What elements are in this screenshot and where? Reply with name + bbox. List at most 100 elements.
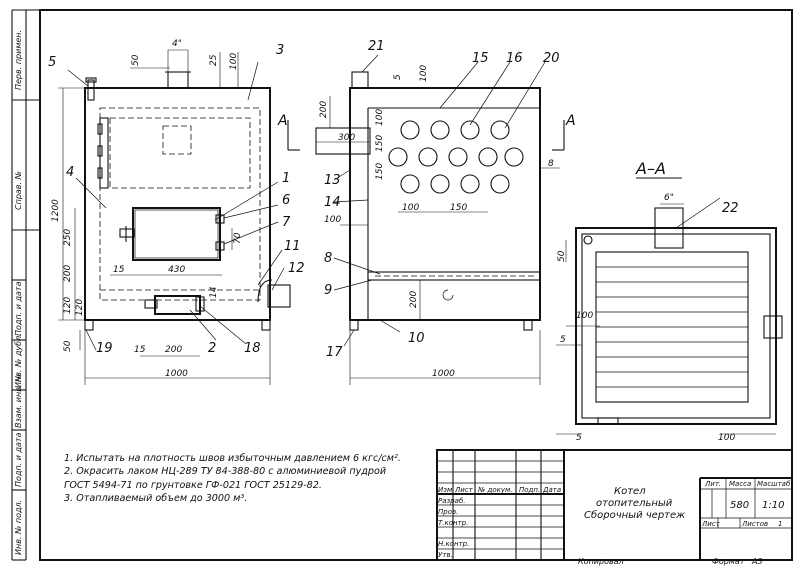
side-dim-200a: 200	[319, 101, 329, 118]
copied-label: Копировал	[578, 557, 624, 566]
side-dim-150c: 150	[450, 203, 467, 213]
front-dim-4in: 4"	[172, 39, 182, 49]
tb-col-izm: Изм	[438, 486, 453, 494]
front-dim-15a: 15	[113, 265, 125, 275]
front-dim-430: 430	[168, 265, 185, 275]
side-dim-100a: 100	[419, 65, 429, 82]
tb-title-line3: Сборочный чертеж	[584, 509, 685, 521]
sheet-frame	[39, 9, 793, 561]
side-dim-150a: 150	[375, 135, 385, 152]
tb-col-sign: Подп.	[519, 486, 540, 494]
side-dim-200b: 200	[409, 291, 419, 308]
tb-title-line1: Котел	[614, 486, 646, 497]
front-view: 5 3 4 1 6 7 11 12 2 18 19 4" 50 25 100 1…	[48, 39, 305, 385]
front-dim-120a: 120	[63, 297, 73, 314]
front-dim-1000: 1000	[165, 369, 188, 379]
tb-role-utv: Утв.	[438, 551, 453, 559]
front-dim-50b: 50	[63, 340, 73, 352]
front-callout-18: 18	[244, 341, 261, 356]
front-dim-200b: 200	[165, 345, 182, 355]
front-dim-70: 70	[233, 232, 243, 244]
side-dim-5: 5	[393, 74, 403, 80]
section-dim-100a: 100	[576, 311, 593, 321]
tb-mass-label: Масса	[729, 480, 751, 488]
side-strip: Перв. примен. Справ. № Подп. и дата Инв.…	[11, 9, 40, 561]
tb-lit-label: Лит.	[704, 480, 721, 488]
side-label-0: Перв. примен.	[14, 30, 23, 90]
front-callout-4: 4	[66, 165, 74, 180]
tb-role-prov: Пров.	[438, 508, 458, 516]
side-label-3: Инв. № дубл.	[14, 333, 23, 388]
side-dim-1000: 1000	[432, 369, 455, 379]
tb-role-razrab: Разраб.	[438, 497, 466, 505]
note-line-1: 1. Испытать на плотность швов избыточным…	[64, 453, 401, 464]
tb-sheets-count: 1	[778, 520, 782, 528]
front-callout-19: 19	[96, 341, 113, 356]
front-dim-15b: 15	[134, 345, 146, 355]
tb-title-line2: отопительный	[596, 498, 673, 509]
side-dim-8: 8	[548, 159, 554, 169]
side-callout-16: 16	[506, 51, 523, 66]
front-callout-1: 1	[282, 171, 290, 186]
section-title: А–А	[635, 159, 666, 178]
tb-role-tkontr: Т.контр.	[438, 519, 468, 527]
section-dim-5b: 5	[576, 433, 582, 443]
tb-sheet-label: Лист	[701, 520, 721, 528]
side-label-5: Подп. и дата	[14, 432, 23, 487]
front-callout-11: 11	[284, 239, 301, 254]
tb-mass-value: 580	[730, 500, 749, 511]
side-callout-10: 10	[408, 331, 425, 346]
side-view: 21 15 16 20 1 3 14 8 9 10 17 5 100 200 30…	[277, 39, 576, 385]
side-label-4: Взам. инв. №	[14, 374, 23, 428]
side-callout-14: 14	[324, 195, 341, 210]
note-line-2: 2. Окрасить лаком НЦ-289 ТУ 84-388-80 с …	[64, 466, 387, 478]
section-callout-22: 22	[722, 201, 739, 216]
front-callout-2: 2	[208, 341, 216, 356]
front-dim-200: 200	[63, 265, 73, 282]
front-callout-5: 5	[48, 55, 56, 70]
section-dim-50: 50	[557, 250, 567, 262]
tb-col-doc: № докум.	[477, 486, 513, 494]
side-dim-300: 300	[338, 133, 355, 143]
front-dim-25: 25	[209, 54, 219, 66]
side-callout-15: 15	[472, 51, 489, 66]
front-callout-12: 12	[288, 261, 305, 276]
tb-scale-label: Масштаб	[757, 480, 791, 488]
front-dim-250: 250	[63, 229, 73, 246]
technical-notes: 1. Испытать на плотность швов избыточным…	[64, 452, 414, 505]
front-callout-6: 6	[282, 193, 290, 208]
front-dim-120b: 120	[75, 299, 85, 316]
side-dim-100c: 100	[402, 203, 419, 213]
tb-col-list: Лист	[454, 486, 474, 494]
side-callout-20: 20	[543, 51, 560, 66]
tb-role-nkontr: Н.контр.	[438, 540, 469, 548]
front-callout-7: 7	[282, 215, 291, 230]
section-mark-left: А	[277, 113, 288, 129]
side-label-1: Справ. №	[14, 171, 23, 210]
front-dim-50a: 50	[131, 54, 141, 66]
format-value: А3	[751, 557, 763, 566]
section-mark-right: А	[565, 113, 576, 129]
title-block: Изм Лист № докум. Подп. Дата Разраб. Про…	[436, 449, 793, 561]
side-callout-17: 17	[326, 345, 343, 360]
section-view: А–А 22 6" 50 100 5 5 100	[556, 159, 783, 443]
tb-scale-value: 1:10	[762, 500, 784, 511]
side-callout-21: 21	[368, 39, 385, 54]
section-dim-5a: 5	[560, 335, 566, 345]
side-label-2: Подп. и дата	[14, 281, 23, 336]
side-callout-9: 9	[324, 283, 332, 298]
section-dim-100b: 100	[718, 433, 735, 443]
section-dim-6in: 6"	[664, 193, 674, 203]
front-callout-3: 3	[276, 43, 284, 58]
front-dim-14: 14	[209, 286, 219, 298]
format-label: Формат	[712, 557, 745, 566]
tb-sheets-label: Листов	[741, 520, 768, 528]
side-dim-150b: 150	[375, 163, 385, 180]
note-line-3: ГОСТ 5494-71 по грунтовке ГФ-021 ГОСТ 25…	[64, 479, 322, 491]
side-dim-100d: 100	[324, 215, 341, 225]
note-line-4: 3. Отапливаемый объем до 3000 м³.	[64, 492, 248, 504]
side-label-6: Инв. № подл.	[14, 500, 23, 555]
side-callout-8: 8	[324, 251, 332, 266]
tb-col-date: Дата	[542, 486, 561, 494]
